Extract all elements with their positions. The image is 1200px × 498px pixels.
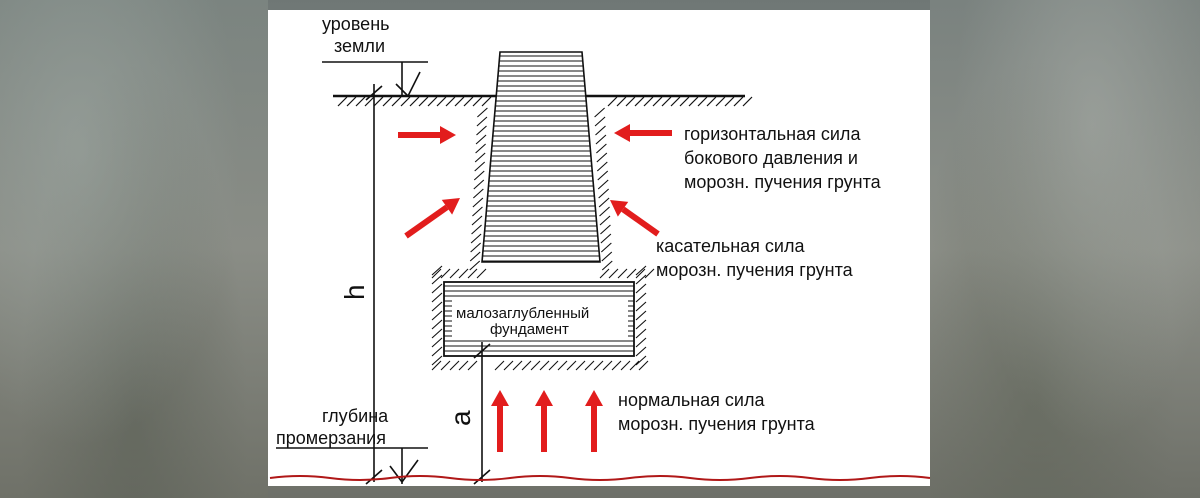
tangential-force-label-line1: касательная сила [656, 236, 805, 256]
foundation-footing [443, 281, 635, 357]
foundation-label-line2: фундамент [490, 321, 569, 338]
blurred-background-left [0, 0, 268, 498]
freeze-depth-marker [276, 447, 428, 484]
foundation-column [481, 51, 601, 263]
blurred-background-right [930, 0, 1200, 498]
normal-force-arrow-1 [491, 390, 509, 452]
normal-force-label-line2: морозн. пучения грунта [618, 414, 816, 434]
horizontal-force-arrow-right [614, 124, 672, 142]
dimension-a [473, 342, 491, 485]
foundation-label-line1: малозаглубленный [456, 305, 589, 322]
ground-level-label-line1: уровень [322, 14, 390, 34]
tangential-force-label-line2: морозн. пучения грунта [656, 260, 854, 280]
horizontal-force-arrow-left [398, 126, 456, 144]
freeze-depth-line [269, 475, 931, 481]
dimension-h-label: h [339, 284, 370, 300]
soil-hatching [431, 107, 655, 371]
horizontal-force-label-line3: морозн. пучения грунта [684, 172, 882, 192]
force-arrows [398, 124, 672, 452]
dimension-a-label: a [445, 410, 476, 426]
horizontal-force-label-line1: горизонтальная сила [684, 124, 861, 144]
tangential-force-arrow-right [610, 200, 660, 237]
freeze-depth-label-line1: глубина [322, 406, 389, 426]
normal-force-arrow-3 [585, 390, 603, 452]
normal-force-arrow-2 [535, 390, 553, 452]
dimension-h [322, 61, 428, 485]
ground-level-label-line2: земли [334, 36, 385, 56]
freeze-depth-label-line2: промерзания [276, 428, 386, 448]
normal-force-label-line1: нормальная сила [618, 390, 765, 410]
tangential-force-arrow-left [404, 198, 460, 239]
horizontal-force-label-line2: бокового давления и [684, 148, 858, 168]
